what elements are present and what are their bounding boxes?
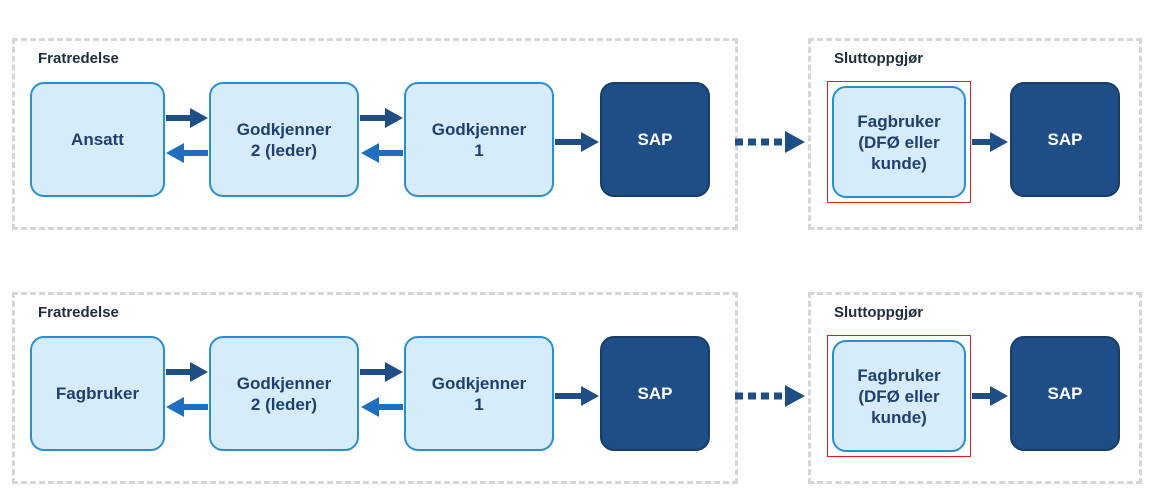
arrow-forward-head [990, 132, 1008, 152]
node-sap-sluttoppgjor-1: SAP [1010, 82, 1120, 197]
arrow-forward-head [190, 108, 208, 128]
arrow-forward-head [190, 362, 208, 382]
node-sap-fratredelse-1: SAP [600, 82, 710, 197]
arrow-forward-head [385, 362, 403, 382]
arrow-forward-head [581, 386, 599, 406]
sluttoppgjor-group-1 [808, 38, 1142, 230]
arrow-back-head [166, 143, 184, 163]
arrow-forward-head [581, 132, 599, 152]
arrows-row-2 [166, 362, 1008, 417]
highlight-box-2 [827, 335, 971, 457]
arrow-forward-head [990, 386, 1008, 406]
node-sap-sluttoppgjor-2: SAP [1010, 336, 1120, 451]
node-fagbruker-dfo-1: Fagbruker (DFØ eller kunde) [832, 86, 966, 198]
arrow-back-head [361, 143, 379, 163]
sluttoppgjor-group-2 [808, 292, 1142, 484]
node-ansatt: Ansatt [30, 82, 165, 197]
node-godkjenner-1-row-2: Godkjenner 1 [404, 336, 554, 451]
dotted-connector-head [785, 385, 805, 407]
node-sap-fratredelse-2: SAP [600, 336, 710, 451]
node-godkjenner-1-row-1: Godkjenner 1 [404, 82, 554, 197]
node-godkjenner-2-leder-1: Godkjenner 2 (leder) [209, 82, 359, 197]
node-fagbruker-row-2: Fagbruker [30, 336, 165, 451]
arrow-back-head [166, 397, 184, 417]
fratredelse-title-2: Fratredelse [38, 304, 119, 321]
sluttoppgjor-title-2: Sluttoppgjør [834, 304, 924, 321]
fratredelse-group-1 [12, 38, 738, 230]
highlight-box-1 [827, 81, 971, 203]
fratredelse-group-2 [12, 292, 738, 484]
arrow-forward-head [385, 108, 403, 128]
arrow-back-head [361, 397, 379, 417]
fratredelse-title-1: Fratredelse [38, 50, 119, 67]
node-fagbruker-dfo-2: Fagbruker (DFØ eller kunde) [832, 340, 966, 452]
node-godkjenner-2-leder-2: Godkjenner 2 (leder) [209, 336, 359, 451]
sluttoppgjor-title-1: Sluttoppgjør [834, 50, 924, 67]
arrows-row-1 [166, 108, 1008, 163]
dotted-connector-head [785, 131, 805, 153]
